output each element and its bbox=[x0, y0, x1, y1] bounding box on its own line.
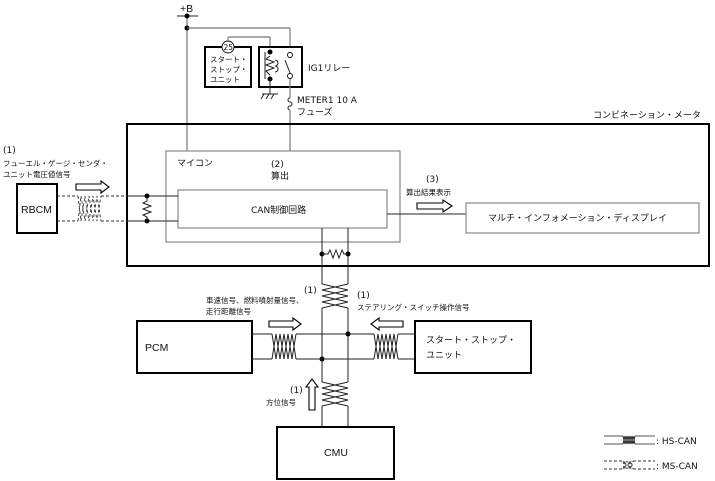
plus-b-label: +B bbox=[180, 3, 193, 15]
multi-info-display-box bbox=[465, 202, 700, 234]
start-stop-unit-small-box bbox=[204, 46, 252, 88]
rbcm-signal-arrow-icon bbox=[75, 179, 110, 195]
pcm-signal-number: (1) bbox=[304, 286, 317, 296]
pcm-signal-line1: 車速信号、燃料噴射量信号、 bbox=[206, 295, 304, 305]
pcm-signal-arrow-icon bbox=[268, 316, 302, 332]
relay-switch-blade bbox=[284, 59, 291, 74]
fuse-label-line2: フューズ bbox=[297, 106, 333, 118]
ssu-signal-arrow-icon bbox=[370, 316, 404, 332]
cmu-label: CMU bbox=[324, 447, 348, 459]
legend-hs-twist-a bbox=[622, 435, 636, 445]
relay-coil-node-top bbox=[267, 49, 273, 55]
cmu-signal-arrow-icon bbox=[304, 378, 320, 411]
rbcm-signal-line2: ユニット電圧値信号 bbox=[3, 169, 71, 179]
ssu-twist-b bbox=[373, 333, 399, 360]
cmu-box bbox=[276, 426, 395, 480]
pcm-box bbox=[136, 320, 253, 374]
ig1-relay-label: IG1リレー bbox=[308, 64, 350, 74]
pcm-section: PCM bbox=[136, 316, 348, 374]
fuse-icon bbox=[287, 97, 293, 111]
can-control-circuit-box bbox=[177, 189, 388, 229]
combination-meter-box bbox=[126, 123, 710, 267]
ms-can-twist-b bbox=[77, 195, 102, 222]
combination-meter: コンビネーション・メータ マイコン (2) 算出 CAN制御回路 (3) 算出結… bbox=[126, 110, 710, 370]
start-stop-unit-box bbox=[414, 320, 532, 374]
legend: : HS-CAN : MS-CAN bbox=[604, 435, 698, 472]
ms-terminator-resistor-icon bbox=[141, 196, 153, 221]
legend-ms-can-label: : MS-CAN bbox=[656, 462, 698, 472]
legend-ms-twist-b bbox=[622, 460, 634, 470]
ground-hatch-1 bbox=[260, 93, 265, 100]
legend-hs-twist-b bbox=[622, 435, 636, 445]
ssu-label-line1: スタート・ストップ・ bbox=[426, 335, 516, 346]
rbcm-box bbox=[16, 183, 58, 234]
ssu-label-line2: ユニット bbox=[426, 351, 462, 361]
relay-switch-contact-bottom bbox=[287, 73, 293, 79]
rbcm-signal-line1: フューエル・ゲージ・センダ・ bbox=[3, 158, 108, 168]
hs-can-twist-top-a bbox=[321, 283, 349, 309]
can-control-circuit-label: CAN制御回路 bbox=[251, 204, 306, 216]
relay-switch-contact-top bbox=[287, 52, 293, 58]
multi-info-display-label: マルチ・インフォメーション・ディスプレイ bbox=[488, 212, 667, 224]
step2-number: (2) bbox=[271, 160, 284, 170]
relay-inductor-icon bbox=[274, 59, 279, 73]
hs-can-bus-center: (1) 車速信号、燃料噴射量信号、 走行距離信号 (1) ステアリング・スイッチ… bbox=[206, 283, 470, 362]
pcm-signal-line2: 走行距離信号 bbox=[206, 306, 251, 316]
rbcm-section: (1) フューエル・ゲージ・センダ・ ユニット電圧値信号 RBCM bbox=[3, 146, 178, 234]
step2-label: 算出 bbox=[271, 170, 289, 182]
pcm-label: PCM bbox=[145, 342, 168, 354]
rbcm-signal-number: (1) bbox=[3, 146, 16, 156]
ms-can-twist-a bbox=[77, 195, 102, 222]
step3-label: 算出結果表示 bbox=[406, 187, 451, 197]
pcm-twist-b bbox=[271, 333, 297, 360]
ssu-signal-number: (1) bbox=[357, 291, 370, 301]
ssu-twist-a bbox=[373, 333, 399, 360]
ssu-signal-label: ステアリング・スイッチ操作信号 bbox=[357, 302, 470, 312]
cmu-section: (1) 方位信号 CMU bbox=[266, 370, 395, 480]
terminal-25-label: 25 bbox=[224, 43, 234, 52]
step3-number: (3) bbox=[426, 175, 439, 185]
meter-terminator-resistor-icon bbox=[322, 248, 348, 260]
ig1-relay-box bbox=[258, 46, 303, 88]
small-ssu-line3: ユニット bbox=[210, 75, 240, 84]
fuse-label-line1: METER1 10 A bbox=[297, 96, 358, 106]
cmu-twist-a bbox=[321, 381, 349, 407]
start-stop-unit-section: スタート・ストップ・ ユニット bbox=[322, 316, 532, 374]
small-ssu-line1: スタート・ bbox=[210, 55, 248, 64]
power-supply-section: +B 25 スタート・ ストップ・ ユニット IG1リレー bbox=[177, 3, 358, 152]
cmu-twist-b bbox=[321, 381, 349, 407]
legend-hs-can-label: : HS-CAN bbox=[656, 437, 697, 447]
cmu-signal-number: (1) bbox=[290, 386, 303, 396]
cmu-signal-label: 方位信号 bbox=[266, 397, 296, 407]
step3-arrow-icon bbox=[416, 198, 453, 214]
rbcm-label: RBCM bbox=[21, 204, 52, 216]
combination-meter-label: コンビネーション・メータ bbox=[593, 110, 701, 121]
microcomputer-label: マイコン bbox=[177, 159, 213, 169]
hs-can-twist-top-b bbox=[321, 283, 349, 309]
pcm-twist-a bbox=[271, 333, 297, 360]
ground-hatch-3 bbox=[270, 93, 275, 100]
relay-coil-icon bbox=[264, 55, 276, 76]
ground-hatch-2 bbox=[265, 93, 270, 100]
small-ssu-line2: ストップ・ bbox=[210, 65, 248, 74]
plus-b-node bbox=[184, 13, 190, 19]
